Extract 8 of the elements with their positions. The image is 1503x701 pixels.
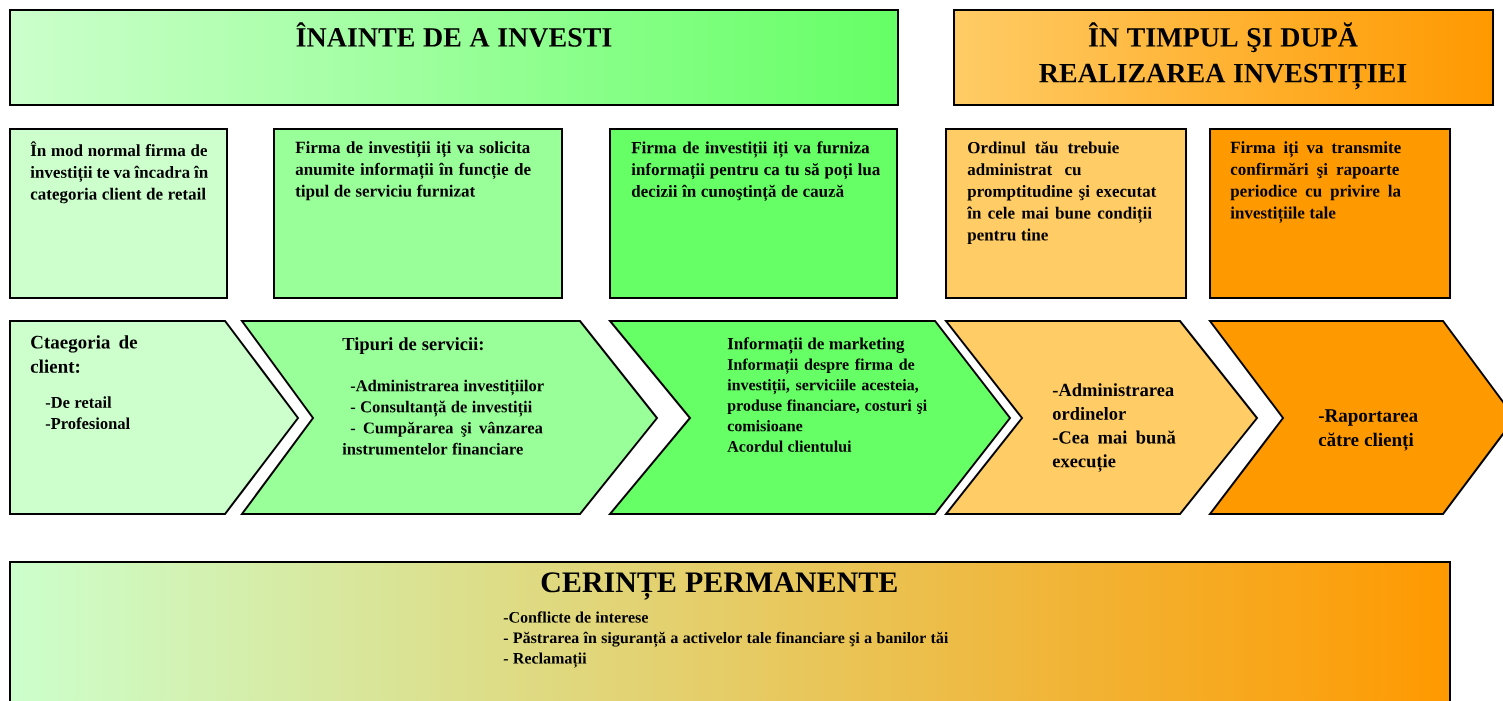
info-box: Firma iți va transmite confirmări şi rapoarte periodice cu privire la investițiile tale — [1209, 128, 1451, 299]
header-banner: ÎNAINTE DE A INVESTI — [9, 9, 899, 106]
header-banner: ÎN TIMPUL ŞI DUPĂ REALIZAREA INVESTIȚIEI — [953, 9, 1494, 106]
info-box: Firma de investiții iți va solicita anumite informații în funcție de tipul de serviciu furnizat — [273, 128, 563, 299]
info-box: Firma de investiții iți va furniza informații pentru ca tu să poți lua decizii în cunoştință de cauză — [609, 128, 898, 299]
info-box: Ordinul tău trebuie administrat cu promptitudine şi executat în cele mai bune condiții pentru tine — [945, 128, 1187, 299]
requirements-panel: CERINȚE PERMANENTE -Conflicte de interese - Păstrarea în siguranță a activelor tale financiare şi a banilor tăi - Reclamații — [9, 561, 1451, 701]
info-box: În mod normal firma de investiții te va încadra în categoria client de retail — [9, 128, 228, 299]
